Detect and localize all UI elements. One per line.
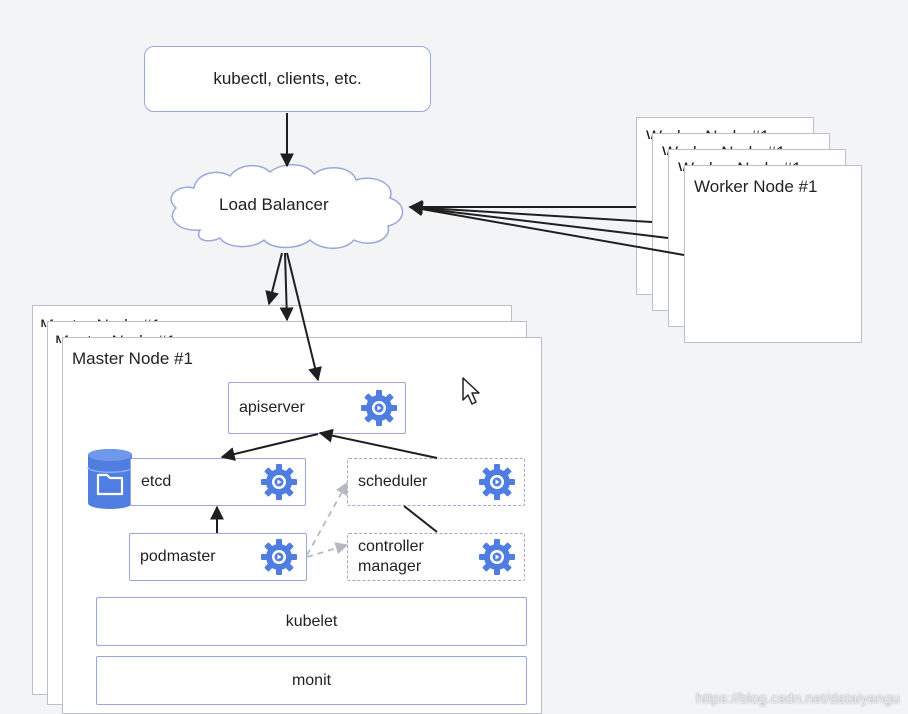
gear-icon <box>261 539 297 575</box>
watermark-text: https://blog.csdn.net/dataiyangu <box>695 690 900 706</box>
scheduler-label: scheduler <box>358 473 428 490</box>
apiserver-label: apiserver <box>239 399 305 416</box>
monit-box: monit <box>96 656 527 705</box>
arrow-lb-to-master-3 <box>265 252 283 306</box>
gear-icon <box>479 539 515 575</box>
monit-label: monit <box>291 671 332 689</box>
kubelet-label: kubelet <box>285 612 338 630</box>
controller-manager-label-line1: controller <box>358 538 424 555</box>
mouse-cursor-icon <box>462 377 480 405</box>
gear-icon <box>479 464 515 500</box>
gear-icon <box>361 390 397 426</box>
controller-manager-label: controller manager <box>348 537 524 577</box>
database-icon <box>87 449 133 509</box>
podmaster-label: podmaster <box>140 548 216 565</box>
arrow-worker-1-to-lb <box>408 201 669 239</box>
gear-icon <box>261 464 297 500</box>
worker-node-title: Worker Node #1 <box>694 177 818 196</box>
worker-node-frame <box>684 165 862 343</box>
clients-label: kubectl, clients, etc. <box>213 69 362 88</box>
load-balancer-label: Load Balancer <box>219 195 329 214</box>
kubelet-box: kubelet <box>96 597 527 646</box>
load-balancer-cloud <box>170 164 404 249</box>
controller-manager-label-line2: manager <box>358 558 422 575</box>
arrow-worker-2-to-lb <box>408 200 653 223</box>
master-node-title: Master Node #1 <box>72 349 193 368</box>
clients-box: kubectl, clients, etc. <box>144 46 431 112</box>
etcd-label: etcd <box>141 473 172 490</box>
